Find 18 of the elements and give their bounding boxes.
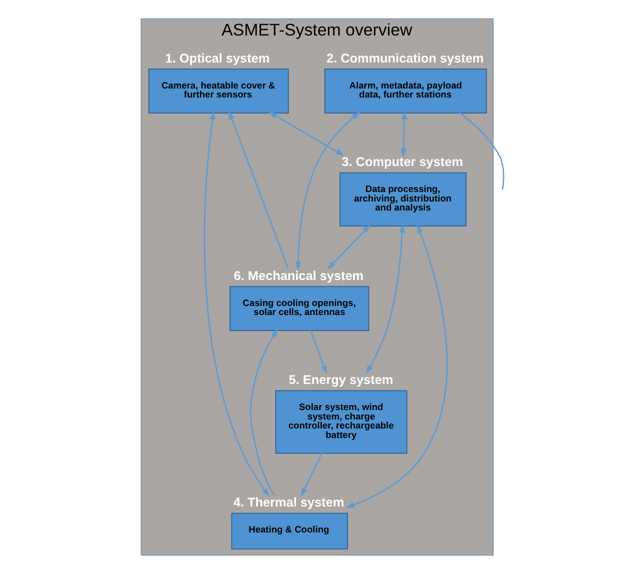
arrow [400, 110, 408, 157]
arrow [327, 224, 370, 270]
arrow [228, 111, 289, 268]
arrow [300, 452, 322, 497]
arrow [366, 224, 406, 374]
node-label: 6. Mechanical system [234, 268, 364, 283]
arrow [268, 112, 344, 156]
node-label: 3. Computer system [342, 154, 463, 169]
node-label: 5. Energy system [288, 372, 394, 387]
node-label: 1. Optical system [165, 51, 270, 66]
arrow [295, 112, 360, 270]
node-label: 4. Thermal system [233, 496, 344, 510]
arrow [346, 224, 448, 508]
arrow [204, 111, 270, 497]
connector [459, 112, 504, 190]
node-label: 2. Communication system [326, 51, 484, 66]
arrow [310, 330, 327, 374]
arrow [250, 328, 278, 496]
